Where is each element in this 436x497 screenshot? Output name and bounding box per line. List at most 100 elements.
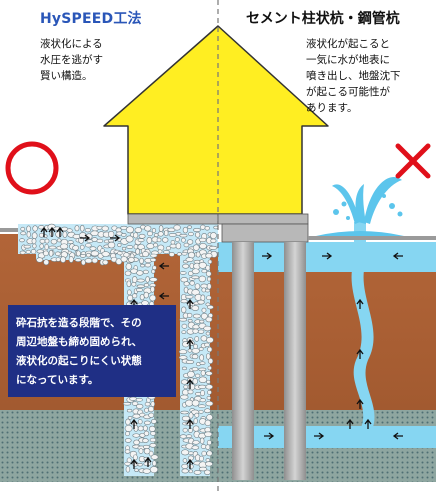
gravel-stone — [91, 257, 99, 264]
gravel-stone — [182, 263, 190, 269]
gravel-stone — [182, 458, 188, 463]
gravel-stone — [179, 233, 188, 238]
flow-arrow — [144, 456, 152, 467]
gravel-stone — [199, 243, 207, 250]
gravel-stone — [207, 346, 213, 353]
gravel-stone — [150, 401, 156, 407]
gravel-stone — [44, 238, 50, 244]
gravel-stone — [204, 431, 213, 437]
gravel-stone — [205, 331, 211, 336]
gravel-stone — [187, 239, 194, 245]
gravel-stone — [180, 394, 189, 400]
gravel-stone — [150, 454, 159, 460]
gravel-stone — [74, 258, 82, 262]
gravel-stone — [89, 246, 97, 251]
gravel-stone — [127, 416, 133, 420]
gravel-stone — [102, 259, 109, 265]
gravel-stone — [181, 306, 187, 314]
gravel-stone — [72, 245, 79, 251]
gravel-stone — [194, 373, 201, 378]
water-layer-bottom — [218, 426, 436, 448]
gravel-stone — [146, 236, 153, 244]
gravel-stone — [198, 384, 207, 389]
gravel-stone — [206, 276, 212, 282]
gravel-stone — [127, 289, 132, 296]
gravel-stone — [39, 243, 44, 249]
gravel-stone — [191, 445, 200, 450]
gravel-stone — [185, 434, 193, 438]
gravel-stone — [79, 254, 87, 258]
gravel-stone — [31, 232, 38, 240]
gravel-stone — [117, 251, 123, 256]
gravel-stone — [124, 438, 132, 443]
gravel-stone — [204, 226, 210, 231]
gravel-stone — [149, 294, 157, 302]
gravel-stone — [134, 227, 143, 233]
gravel-stone — [206, 450, 213, 457]
gravel-stone — [189, 262, 195, 270]
gravel-stone — [195, 251, 201, 258]
gravel-stone — [36, 257, 44, 263]
gravel-stone — [134, 468, 139, 473]
gravel-stone — [144, 225, 152, 232]
gravel-stone — [126, 245, 134, 249]
gravel-stone — [182, 427, 188, 433]
gravel-stone — [182, 389, 189, 396]
gravel-stone — [200, 390, 205, 397]
gravel-stone — [168, 233, 177, 237]
gravel-stone — [48, 249, 54, 257]
gravel-stone — [179, 271, 187, 275]
gravel-stone — [90, 230, 99, 236]
gravel-stone — [199, 437, 205, 445]
gravel-stone — [205, 458, 211, 463]
gravel-stone — [143, 430, 150, 437]
gravel-stone — [178, 349, 188, 355]
gravel-stone — [187, 389, 194, 395]
cement-pile-2 — [284, 242, 306, 480]
gravel-stone — [187, 455, 194, 461]
gravel-stone — [125, 263, 132, 270]
gravel-stone — [200, 312, 208, 320]
gravel-stone — [192, 244, 200, 251]
gravel-stone — [137, 238, 145, 242]
gravel-stone — [136, 284, 146, 288]
gravel-stone — [43, 250, 49, 257]
gravel-stone — [146, 243, 155, 249]
gravel-stone — [163, 230, 169, 237]
gravel-stone — [181, 251, 188, 256]
gravel-stone — [66, 228, 73, 233]
foundation-left — [127, 213, 219, 225]
gravel-stone — [32, 225, 38, 232]
gravel-stone — [149, 443, 157, 448]
gravel-stone — [200, 444, 207, 449]
gravel-stone — [182, 226, 188, 234]
gravel-stone — [151, 269, 156, 274]
gravel-stone — [144, 262, 151, 268]
gravel-stone — [85, 243, 92, 248]
gravel-stone — [128, 256, 135, 263]
gravel-stone — [205, 265, 211, 271]
gravel-stone — [131, 281, 137, 287]
gravel-stone — [142, 425, 148, 432]
gravel-stone — [175, 242, 182, 250]
gravel-stone — [176, 252, 182, 257]
gravel-stone — [124, 270, 132, 276]
gravel-stone — [206, 304, 214, 310]
flow-arrow — [364, 418, 372, 429]
flow-arrow — [186, 378, 194, 389]
gravel-stone — [135, 288, 144, 292]
gravel-stone — [144, 401, 151, 407]
gravel-stone — [152, 265, 157, 270]
gravel-stone — [50, 239, 58, 245]
gravel-stone — [137, 419, 143, 425]
gravel-stone — [180, 410, 189, 415]
gravel-stone — [124, 449, 131, 454]
gravel-stone — [117, 242, 122, 248]
gravel-stone — [191, 268, 200, 275]
gravel-stone — [148, 412, 155, 418]
gravel-stone — [194, 336, 200, 342]
house — [103, 25, 329, 215]
gravel-stone — [143, 461, 152, 467]
flow-arrow — [322, 252, 333, 260]
gravel-stone — [181, 449, 190, 456]
